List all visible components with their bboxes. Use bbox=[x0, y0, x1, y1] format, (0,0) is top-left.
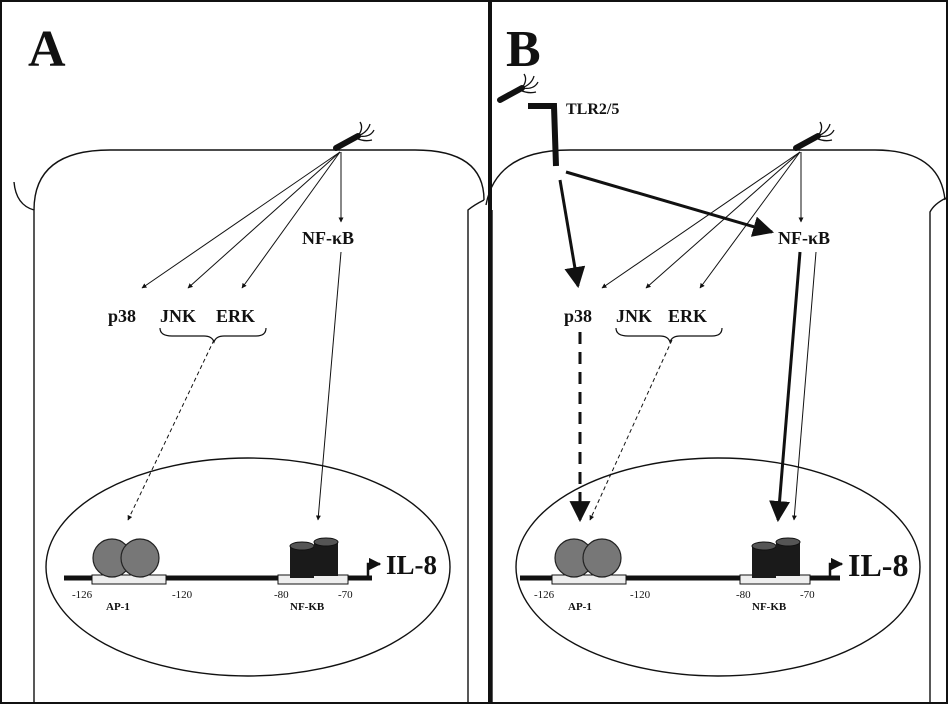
ap1-site-box-a bbox=[91, 574, 167, 585]
pos-nfkb-right-a: -70 bbox=[338, 589, 353, 601]
pos-nfkb-left-a: -80 bbox=[274, 589, 289, 601]
pos-ap1-right-a: -120 bbox=[172, 589, 193, 601]
mapk-brace-b bbox=[615, 327, 723, 344]
pos-nfkb-left-b: -80 bbox=[736, 589, 751, 601]
panel-b: B TLR2/5 NF-κB p38 JNK ERK bbox=[485, 21, 947, 704]
cell-membrane-b bbox=[485, 149, 946, 206]
p38-label-b: p38 bbox=[564, 306, 592, 326]
cell-membrane-left-neighbor bbox=[13, 181, 35, 704]
cell-membrane bbox=[33, 149, 485, 211]
nfkb-protein-a bbox=[289, 537, 339, 578]
pos-ap1-left-b: -126 bbox=[534, 589, 555, 601]
nfkb-label-a: NF-κB bbox=[302, 228, 354, 248]
gene-label-a: IL-8 bbox=[386, 550, 437, 580]
jnk-label-b: JNK bbox=[616, 306, 652, 326]
nfkb-protein-b bbox=[751, 537, 801, 578]
p38-label-a: p38 bbox=[108, 306, 136, 326]
nfkb-site-label-b: NF-KB bbox=[752, 601, 787, 613]
signal-arrows-b bbox=[558, 151, 817, 523]
panel-a-letter: A bbox=[28, 21, 66, 78]
panel-b-letter: B bbox=[506, 21, 541, 78]
ap1-site-label-a: AP-1 bbox=[106, 601, 130, 613]
receptor-label-b: TLR2/5 bbox=[566, 101, 619, 118]
ap1-protein-a bbox=[120, 538, 160, 578]
bent-arrow-icon bbox=[366, 557, 382, 578]
nucleus-b bbox=[515, 457, 921, 677]
erk-label-b: ERK bbox=[668, 306, 707, 326]
gene-label-b: IL-8 bbox=[848, 547, 908, 583]
signal-arrows-a bbox=[127, 151, 344, 521]
panel-a: A NF-κB p38 JNK ERK bbox=[13, 21, 485, 704]
tlr-receptor bbox=[528, 103, 559, 167]
cell-membrane-b-right bbox=[929, 197, 947, 704]
pos-nfkb-right-b: -70 bbox=[800, 589, 815, 601]
ap1-protein-b bbox=[582, 538, 622, 578]
jnk-label-a: JNK bbox=[160, 306, 196, 326]
ap1-site-box-b bbox=[551, 574, 627, 585]
bacterium-icon bbox=[796, 122, 834, 148]
pos-ap1-left-a: -126 bbox=[72, 589, 93, 601]
pos-ap1-right-b: -120 bbox=[630, 589, 651, 601]
bacterium-icon bbox=[336, 122, 374, 148]
nucleus-a bbox=[45, 457, 451, 677]
ap1-site-label-b: AP-1 bbox=[568, 601, 592, 613]
nfkb-site-label-a: NF-KB bbox=[290, 601, 325, 613]
erk-label-a: ERK bbox=[216, 306, 255, 326]
cell-membrane-right bbox=[467, 199, 485, 704]
mapk-brace-a bbox=[159, 327, 267, 344]
nfkb-label-b: NF-κB bbox=[778, 228, 830, 248]
bent-arrow-icon bbox=[828, 557, 844, 578]
